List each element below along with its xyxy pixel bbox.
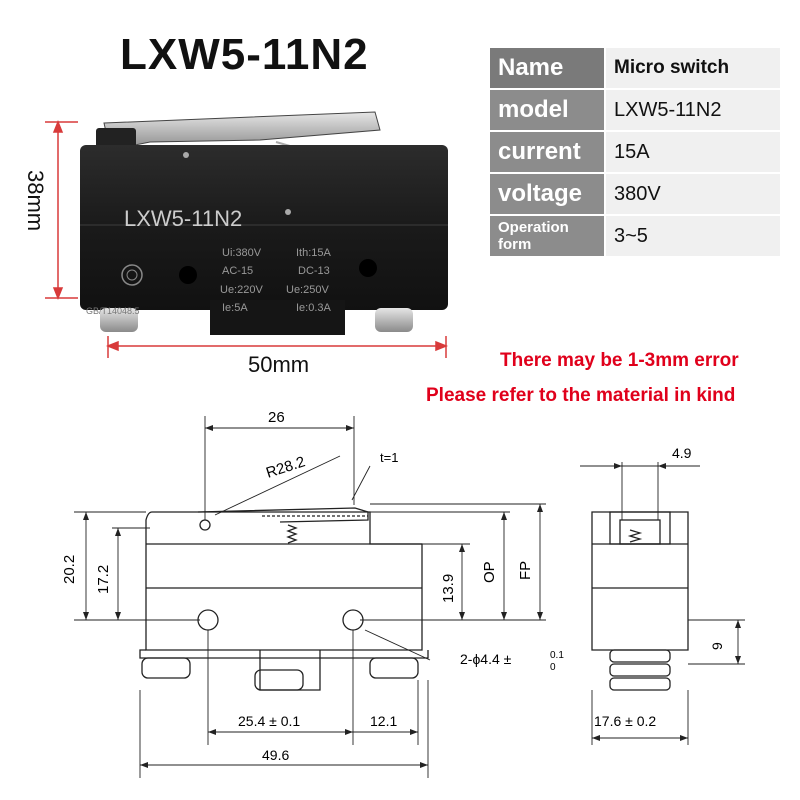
mount-hole: [359, 259, 377, 277]
switch-body: [80, 145, 448, 310]
spec-value: 15A: [606, 132, 780, 172]
spec-row: Operation form 3~5: [490, 216, 780, 256]
product-title: LXW5-11N2: [120, 30, 369, 79]
terminal-screw-icon: [100, 308, 138, 332]
terminal-screw-icon: [375, 308, 413, 332]
spring-icon: [286, 524, 298, 544]
rating-text: Ie:0.3A: [296, 302, 332, 314]
dim-hole-tol-top: 0.1: [550, 650, 564, 661]
standard-text: GB/T14048.5: [86, 306, 140, 316]
spec-row: Name Micro switch: [490, 48, 780, 88]
error-note: There may be 1-3mm error: [500, 350, 739, 371]
height-dimension: [45, 119, 78, 301]
dim-radius: R28.2: [264, 453, 307, 482]
dim-12-1: 12.1: [370, 713, 397, 729]
spec-key: current: [490, 132, 604, 172]
spec-value: 3~5: [606, 216, 780, 256]
ccc-mark-icon: [121, 264, 143, 286]
dimension-lines: [74, 416, 745, 778]
front-view-outline: [145, 511, 423, 651]
mount-hole: [197, 609, 219, 631]
spec-value: LXW5-11N2: [606, 90, 780, 130]
spec-row: model LXW5-11N2: [490, 90, 780, 130]
refer-note: Please refer to the material in kind: [426, 385, 736, 406]
spec-key: Name: [490, 48, 604, 88]
dim-thickness: t=1: [380, 450, 398, 465]
spec-key: Operation form: [490, 216, 604, 256]
dim-17-6: 17.6 ± 0.2: [594, 713, 656, 729]
rating-text: DC-13: [298, 265, 330, 277]
mount-hole: [179, 266, 197, 284]
rating-text: Ui:380V: [222, 247, 262, 259]
spec-key: model: [490, 90, 604, 130]
dim-op: OP: [481, 561, 498, 583]
rating-text: Ie:5A: [222, 302, 248, 314]
spec-key: voltage: [490, 174, 604, 214]
body-model-text: LXW5-11N2: [124, 206, 242, 231]
dim-26: 26: [268, 409, 285, 426]
dim-hole-tol-bottom: 0: [550, 662, 556, 673]
dim-17-2: 17.2: [95, 565, 112, 594]
dim-13-9: 13.9: [440, 574, 457, 603]
spec-row: current 15A: [490, 132, 780, 172]
dim-9: 9: [709, 642, 725, 650]
spec-value: 380V: [606, 174, 780, 214]
rating-text: Ue:250V: [286, 284, 329, 296]
spec-table: Name Micro switch model LXW5-11N2 curren…: [488, 46, 782, 258]
rating-text: AC-15: [222, 265, 253, 277]
height-label: 38mm: [23, 170, 48, 231]
dim-hole: 2-ϕ4.4 ±: [460, 651, 512, 667]
rating-text: Ith:15A: [296, 247, 332, 259]
width-label: 50mm: [248, 352, 309, 377]
spec-value: Micro switch: [606, 48, 780, 88]
dim-fp: FP: [517, 561, 534, 580]
width-dimension: [105, 336, 449, 358]
rating-text: Ue:220V: [220, 284, 263, 296]
dim-20-2: 20.2: [61, 555, 78, 584]
dim-25-4: 25.4 ± 0.1: [238, 713, 300, 729]
spec-row: voltage 380V: [490, 174, 780, 214]
dim-49-6: 49.6: [262, 747, 289, 763]
dim-4-9: 4.9: [672, 445, 692, 461]
